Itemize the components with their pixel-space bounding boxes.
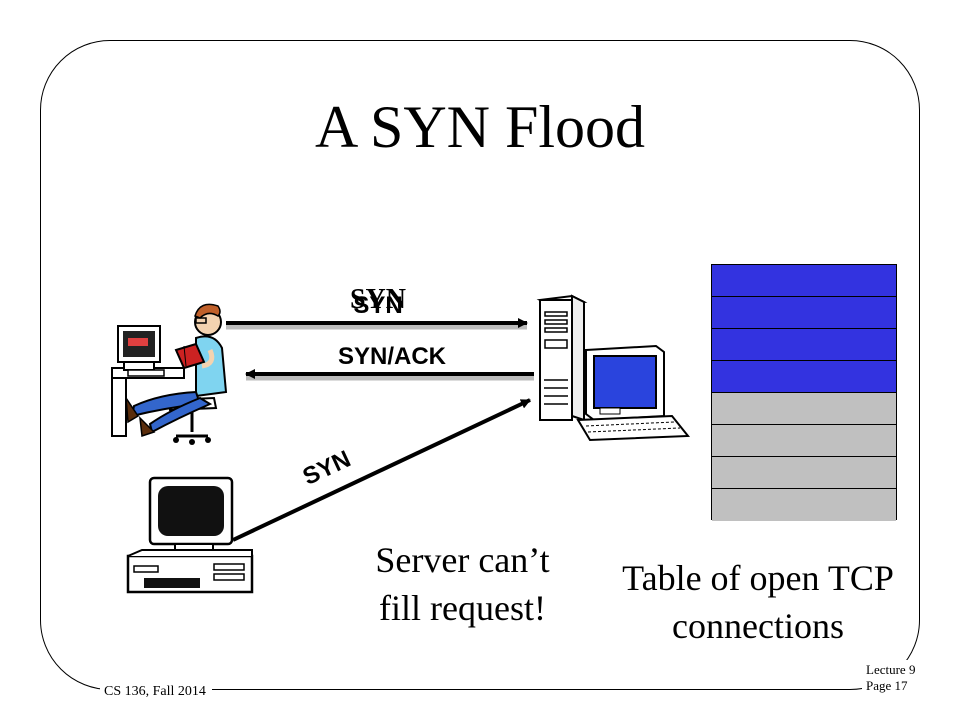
- page-footer: Lecture 9 Page 17: [862, 660, 920, 696]
- server-tower-icon: [536, 294, 691, 442]
- tcp-row-free: [712, 393, 896, 425]
- tcp-row-open: [712, 297, 896, 329]
- lecture-number: Lecture 9: [866, 662, 916, 677]
- tcp-row-open: [712, 361, 896, 393]
- tcp-row-open: [712, 329, 896, 361]
- syn-label: SYN: [353, 292, 402, 319]
- course-footer: CS 136, Fall 2014: [100, 684, 212, 700]
- person-at-computer-icon: [111, 303, 228, 445]
- tcp-row-open: [712, 265, 896, 297]
- tcp-row-free: [712, 489, 896, 521]
- server-note-line1: Server can’t: [375, 540, 550, 580]
- slide-title: A SYN Flood: [314, 94, 646, 160]
- tcp-row-free: [712, 425, 896, 457]
- desktop-computer-icon: [126, 476, 254, 594]
- table-note-line1: Table of open TCP: [622, 558, 894, 598]
- syn-label-back: SYN: [350, 284, 406, 315]
- table-note: Table of open TCP connections: [588, 554, 928, 650]
- attacker-syn-arrow: [232, 398, 531, 542]
- tcp-connections-table: [711, 264, 897, 521]
- table-note-line2: connections: [672, 606, 844, 646]
- syn-ack-label: SYN/ACK: [338, 343, 447, 370]
- server-note-line2: fill request!: [379, 588, 546, 628]
- attacker-syn-label: SYN: [299, 446, 355, 491]
- server-note: Server can’t fill request!: [340, 536, 585, 632]
- tcp-row-free: [712, 457, 896, 489]
- page-number: Page 17: [866, 678, 908, 693]
- syn-arrow: [226, 318, 528, 330]
- syn-ack-arrow: [245, 369, 534, 381]
